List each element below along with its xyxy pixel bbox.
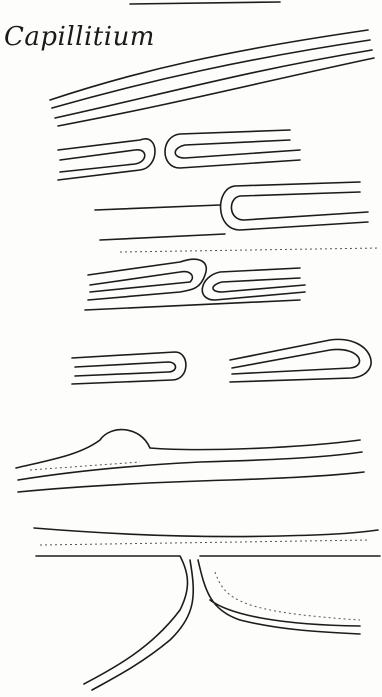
figure-separated-loop-ends (72, 339, 371, 384)
figure-paired-loops (58, 130, 300, 180)
figure-twisted-loops (85, 248, 380, 310)
figure-single-loop-end (95, 182, 368, 240)
figure-branched-junction (34, 528, 380, 690)
figure-tube-bundle (50, 30, 374, 126)
figure-swollen-tube (16, 430, 364, 492)
top-fragment-line (130, 2, 280, 4)
